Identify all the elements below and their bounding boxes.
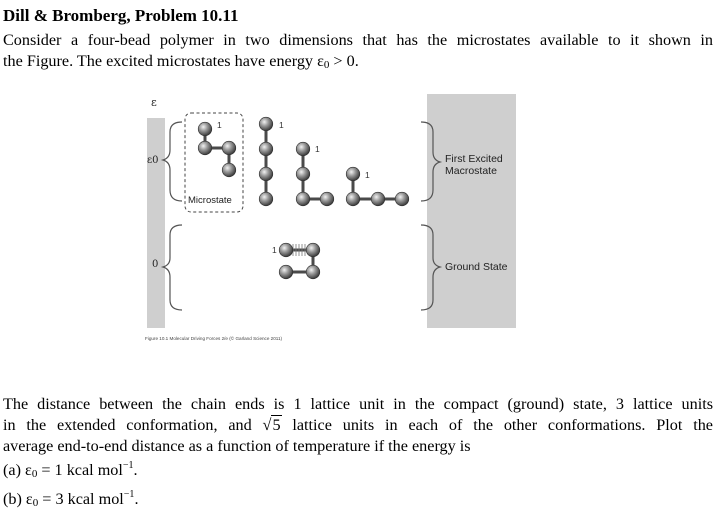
sqrt-five: √5 [262, 414, 282, 434]
problem-title: Dill & Bromberg, Problem 10.11 [3, 6, 239, 25]
ground-right-brace [420, 224, 443, 311]
macrostate-label-panel [427, 94, 516, 328]
microstate-label: Microstate [188, 195, 232, 206]
intro-paragraph: Consider a four-bead polymer in two dime… [3, 30, 713, 76]
item-a: (a) ε0 = 1 kcal mol−1. [3, 460, 138, 481]
intro-line-1: Consider a four-bead polymer in two dime… [3, 31, 713, 49]
bead-label-chain3: 1 [315, 144, 320, 154]
polymer-beads [197, 116, 410, 280]
excited-macrostate-label-2: Macrostate [445, 165, 497, 177]
body-line-2: in the extended conformation, and √5 lat… [3, 414, 713, 434]
ground-level-label: 0 [152, 259, 159, 270]
intro-line-2: the Figure. The excited microstates have… [3, 51, 359, 71]
excited-level-label: ε0 [147, 155, 159, 166]
microstate-dashed-box [184, 112, 244, 213]
body-paragraph: The distance between the chain ends is 1… [3, 394, 713, 514]
ground-left-brace [160, 224, 183, 311]
energy-axis-label: ε [151, 96, 157, 109]
excited-left-brace [160, 121, 183, 202]
excited-right-brace [420, 121, 443, 202]
body-line-3: average end-to-end distance as a functio… [3, 436, 471, 455]
bead-label-chain4: 1 [365, 170, 370, 180]
excited-macrostate-label-1: First Excited [445, 153, 503, 165]
figure-caption: Figure 10.1 Molecular Driving Forces 2/e… [145, 336, 283, 341]
microstate-figure: 1 1 1 1 1 Microstate First Excited Macro… [147, 94, 516, 328]
bead-label-chain2: 1 [279, 120, 284, 130]
body-line-1: The distance between the chain ends is 1… [3, 395, 713, 413]
item-b: (b) ε0 = 3 kcal mol−1. [3, 489, 139, 510]
ground-state-label: Ground State [445, 261, 508, 273]
energy-axis-bar [147, 118, 165, 328]
bead-label-ground: 1 [272, 245, 277, 255]
bead-label-chain1: 1 [217, 120, 222, 130]
